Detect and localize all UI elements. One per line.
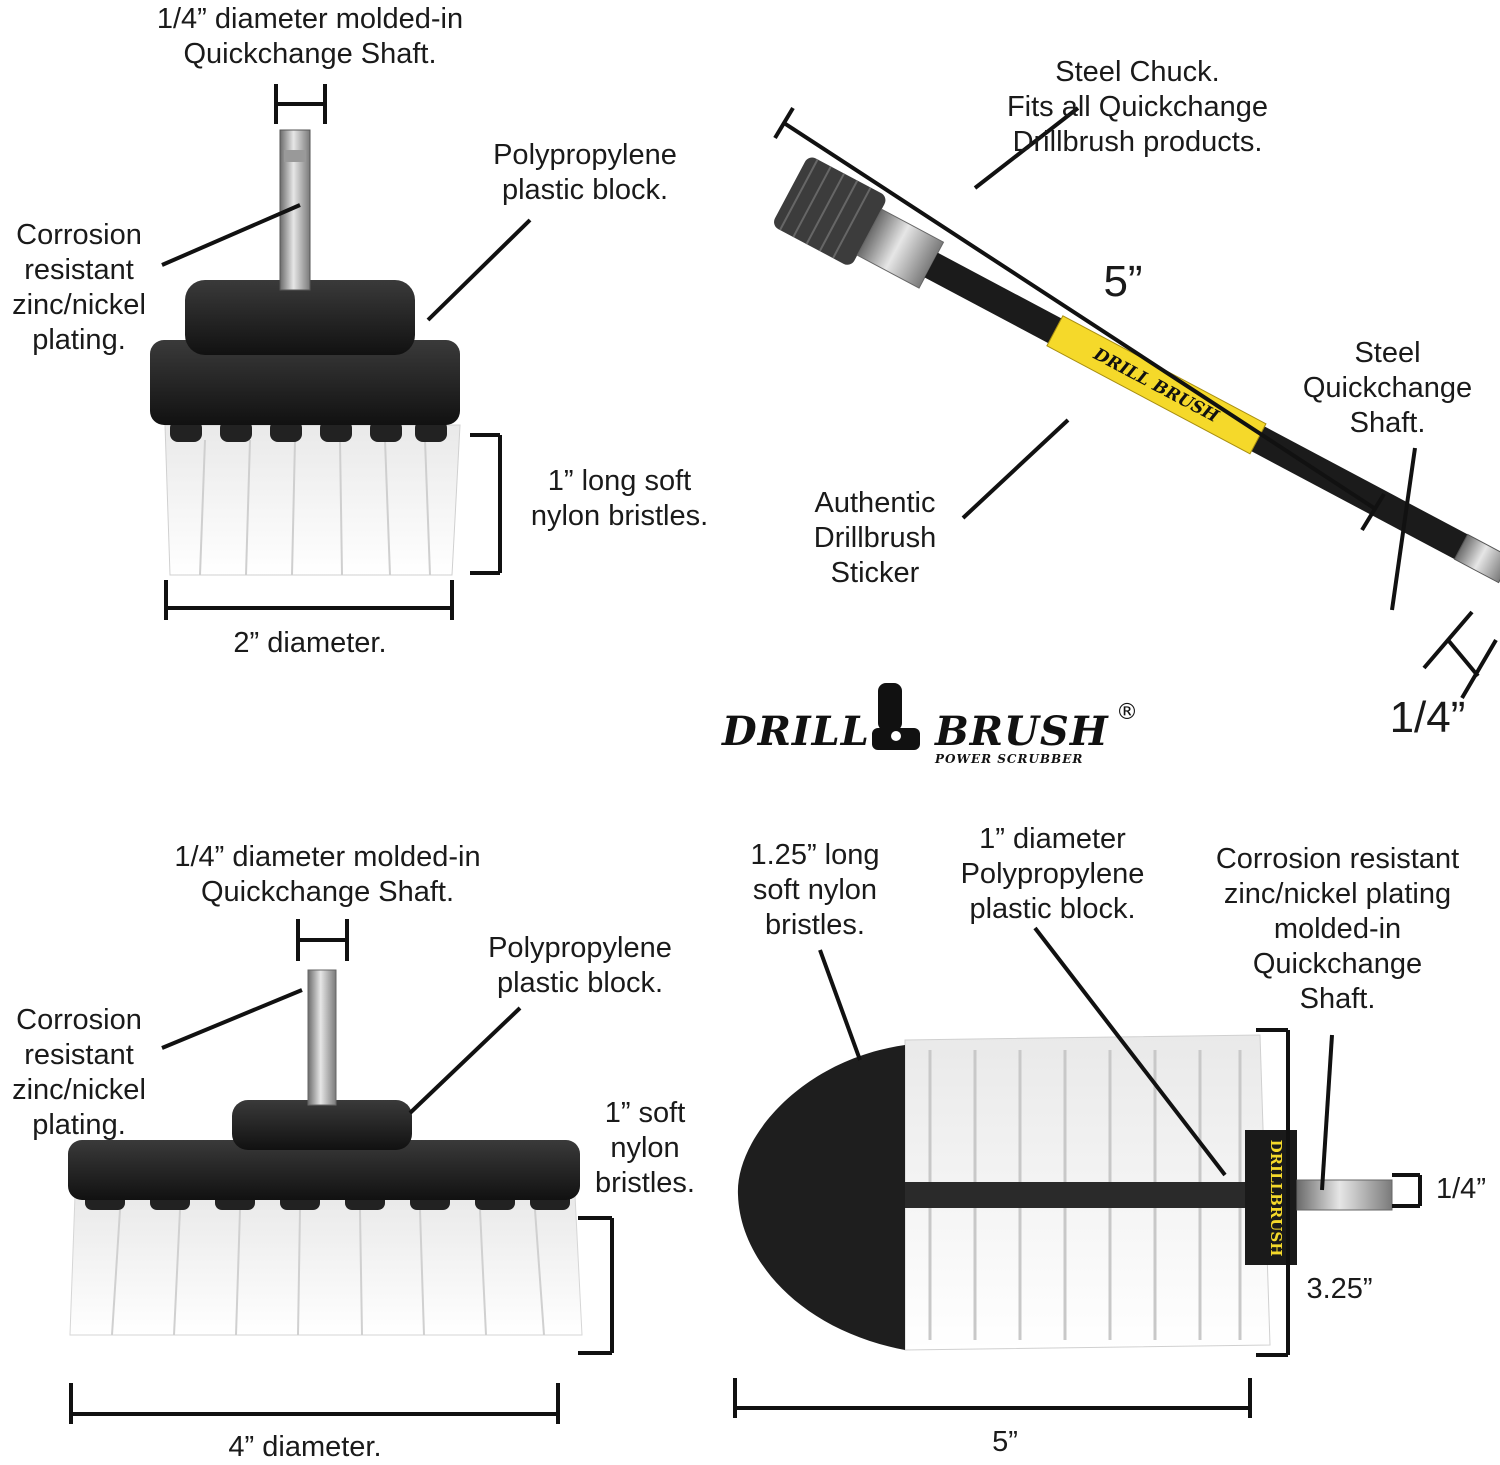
label-bottle-plating: Corrosion resistant zinc/nickel plating … [1215, 843, 1460, 1015]
label-4in-block: Polypropylene plastic block. [488, 932, 672, 999]
logo-word-brush: BRUSH [935, 708, 1109, 755]
label-4in-shaft: 1/4” diameter molded-in Quickchange Shaf… [174, 841, 481, 908]
label-4in-plating: Corrosion resistant zinc/nickel plating. [12, 1004, 146, 1141]
label-bottle-bristles: 1.25” long soft nylon bristles. [750, 839, 880, 941]
brush-sticker-text: DRILLBRUSH [1267, 1140, 1285, 1257]
label-bottle-length: 5” [992, 1426, 1018, 1458]
label-extension-length: 5” [1103, 257, 1143, 306]
label-2in-bristles: 1” long soft nylon bristles. [530, 465, 709, 532]
label-4in-diameter: 4” diameter. [228, 1431, 382, 1463]
label-2in-plating: Corrosion resistant zinc/nickel plating. [12, 219, 146, 356]
label-2in-block: Polypropylene plastic block. [493, 139, 677, 206]
label-bottle-shaft-size: 1/4” [1436, 1173, 1486, 1205]
label-2in-diameter: 2” diameter. [233, 627, 387, 659]
label-2in-shaft: 1/4” diameter molded-in Quickchange Shaf… [156, 3, 464, 70]
label-steel-chuck: Steel Chuck. Fits all Quickchange Drillb… [1006, 56, 1269, 158]
dimension-lines [69, 84, 1498, 1424]
label-extension-shaft-size: 1/4” [1389, 693, 1466, 742]
label-bottle-diameter: 3.25” [1306, 1273, 1373, 1305]
label-steel-shaft: Steel Quickchange Shaft. [1302, 337, 1473, 439]
label-sticker: Authentic Drillbrush Sticker [813, 487, 937, 589]
logo-registered-mark: ® [1116, 700, 1138, 725]
label-bottle-block: 1” diameter Polypropylene plastic block. [960, 823, 1145, 925]
label-4in-bristles: 1” soft nylon bristles. [595, 1097, 695, 1199]
logo-mascot-icon [872, 683, 920, 750]
sticker-text: DRILL BRUSH [1089, 344, 1222, 428]
brush-4in-image [68, 969, 583, 1336]
logo-word-drill: DRILL [722, 708, 870, 755]
logo-tagline: POWER SCRUBBER [935, 752, 1084, 766]
brush-2in-image [150, 129, 461, 576]
